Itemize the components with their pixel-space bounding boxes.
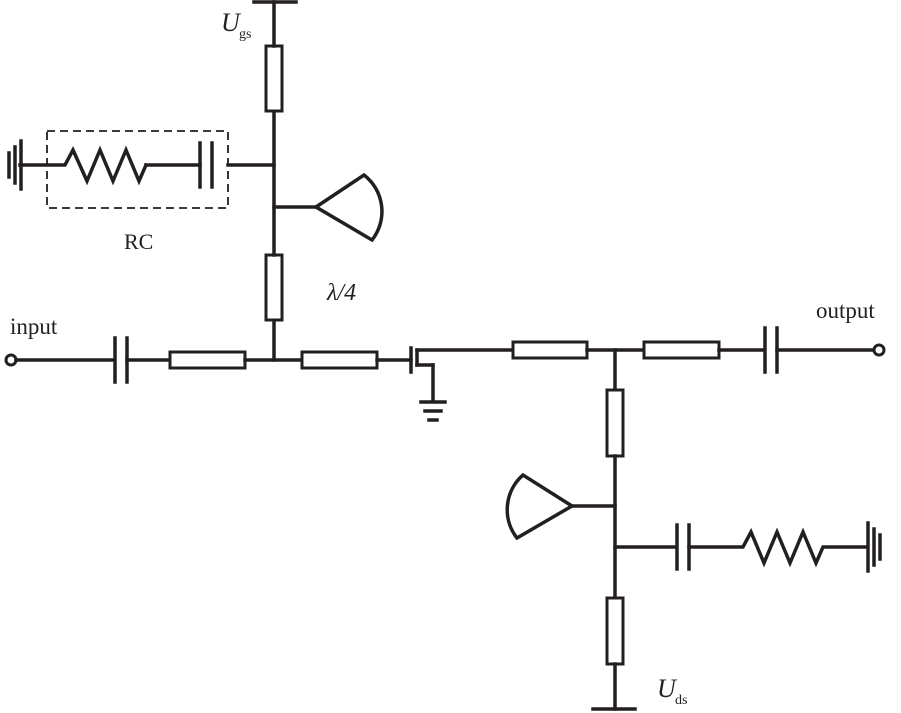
- drain-matching-line: [511, 340, 589, 360]
- source-ground-icon: [419, 400, 447, 422]
- uds-subscript: ds: [675, 693, 687, 708]
- transistor: [409, 346, 515, 402]
- gate-quarter-wave-line: [264, 253, 284, 322]
- rc-network: [7, 139, 276, 191]
- uds-label: U: [657, 674, 678, 703]
- output-matching-line: [642, 340, 721, 360]
- gate-bias-resistor-line: [264, 44, 284, 113]
- drain-radial-stub: [505, 472, 617, 541]
- ugs-label: U: [221, 8, 242, 37]
- drain-quarter-wave-line: [605, 388, 625, 458]
- ugs-subscript: gs: [239, 27, 251, 42]
- output-label: output: [816, 298, 875, 323]
- rc-label: RC: [124, 229, 153, 254]
- input-label: input: [10, 314, 58, 339]
- output-port: [872, 343, 886, 357]
- input-dc-block-capacitor: [113, 336, 129, 384]
- output-dc-block-capacitor: [763, 326, 779, 374]
- drain-bias-resistor-line: [605, 596, 625, 666]
- input-matching-line: [168, 350, 247, 370]
- gate-radial-stub: [272, 172, 384, 243]
- gate-matching-line: [300, 350, 379, 370]
- drain-rc-network: [613, 521, 882, 573]
- quarter-wave-label: λ/4: [326, 280, 356, 306]
